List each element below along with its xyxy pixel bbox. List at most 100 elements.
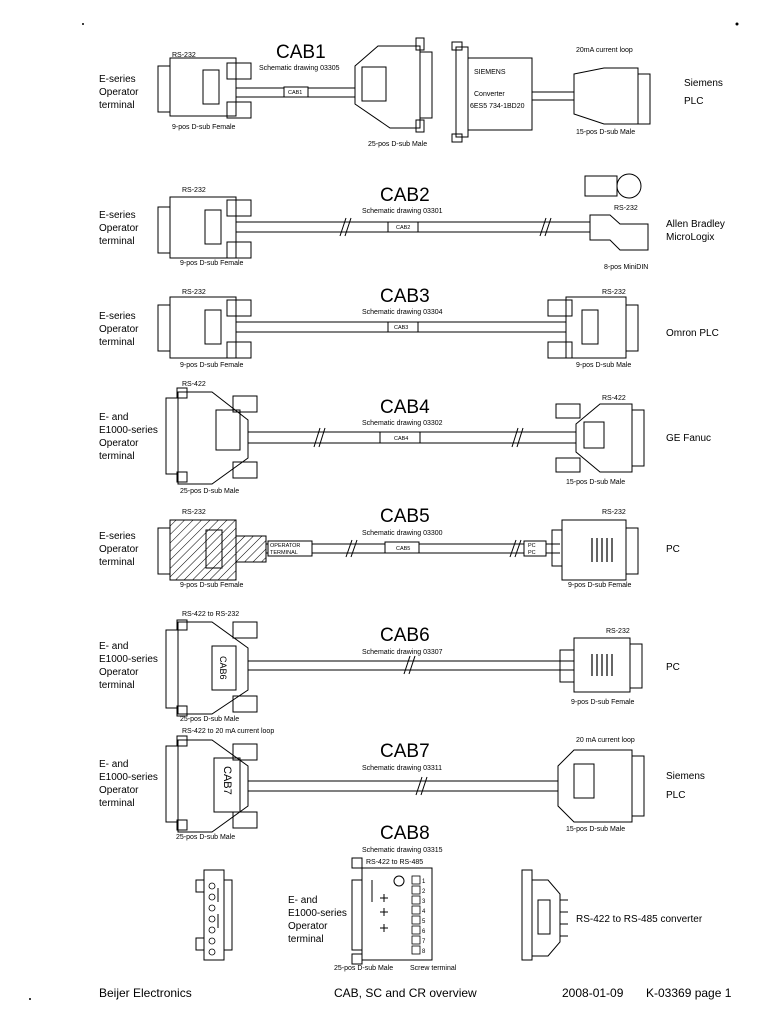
- cab1-right-interface: 20mA current loop: [576, 47, 633, 54]
- cab5-right-line1: PC: [666, 544, 680, 555]
- cab7-schematic: Schematic drawing 03311: [362, 765, 442, 772]
- cab6-right-connector: [559, 637, 643, 693]
- cab1-interface: RS-232: [172, 52, 196, 59]
- cab4-left-line3: Operator: [99, 438, 139, 449]
- cab1-right-connector: [573, 67, 651, 125]
- cab2-right-connector-label: 8-pos MiniDIN: [604, 264, 648, 271]
- cab8-left-line4: terminal: [288, 934, 324, 945]
- cab4-cable-tag-text: CAB4: [394, 436, 408, 442]
- cab6-right-connector-label: 9-pos D-sub Female: [571, 699, 635, 706]
- terminal-number: 2: [422, 889, 426, 895]
- cab6-left-line2: E1000-series: [99, 654, 158, 665]
- cab6-schematic: Schematic drawing 03307: [362, 649, 443, 656]
- cab6-left-connector-label: 25-pos D-sub Male: [180, 716, 239, 723]
- cab7-right-connector: [557, 749, 645, 823]
- cab6-left-line3: Operator: [99, 667, 139, 678]
- cab7-right-line2: PLC: [666, 790, 685, 801]
- cab8-row: [195, 857, 568, 965]
- cab4-left-line4: terminal: [99, 451, 135, 462]
- cab8-left-connector-label: 25-pos D-sub Male: [334, 965, 393, 972]
- cab4-title: CAB4: [380, 397, 430, 418]
- cab1-converter-part: 6ES5 734-1BD20: [470, 103, 525, 110]
- cab8-interface: RS-422 to RS-485: [366, 859, 423, 866]
- cab1-cable-tag-text: CAB1: [288, 90, 302, 96]
- cab8-converter-box: [351, 857, 433, 965]
- cab1-row: [157, 37, 651, 143]
- cab1-schematic: Schematic drawing 03305: [259, 65, 340, 72]
- cab6-title: CAB6: [380, 625, 430, 646]
- cab4-interface: RS-422: [182, 381, 206, 388]
- cab3-right-connector: [547, 296, 639, 359]
- cab8-title: CAB8: [380, 823, 430, 844]
- terminal-number: 5: [422, 919, 426, 925]
- cab2-right-line2: MicroLogix: [666, 232, 714, 243]
- cab5-left-connector-label: 9-pos D-sub Female: [180, 582, 244, 589]
- cab5-schematic: Schematic drawing 03300: [362, 530, 443, 537]
- cab7-right-interface: 20 mA current loop: [576, 737, 635, 744]
- cab7-left-line1: E- and: [99, 759, 128, 770]
- cab5-cable-tag: [384, 541, 420, 554]
- cab6-right-line1: PC: [666, 662, 680, 673]
- cab3-title: CAB3: [380, 286, 430, 307]
- cab4-row: [165, 387, 645, 485]
- cab2-right-interface: RS-232: [614, 205, 638, 212]
- cab3-left-line3: terminal: [99, 337, 135, 348]
- cab1-title: CAB1: [276, 42, 326, 63]
- cab4-left-connector-label: 25-pos D-sub Male: [180, 488, 239, 495]
- cab5-tag-pc-line2: PC: [528, 550, 536, 556]
- cab7-row: [165, 735, 645, 833]
- cab7-left-connector-label: 25-pos D-sub Male: [176, 834, 235, 841]
- cab1-left-line1: E-series: [99, 74, 136, 85]
- corner-mark: [82, 23, 84, 25]
- cab4-schematic: Schematic drawing 03302: [362, 420, 443, 427]
- cab2-left-line3: terminal: [99, 236, 135, 247]
- cab8-terminal-block-left: [195, 869, 233, 961]
- cab2-cable-tag: [387, 221, 419, 233]
- cab1-mid-connector: [354, 37, 433, 133]
- corner-mark: [735, 22, 739, 26]
- cab3-right-interface: RS-232: [602, 289, 626, 296]
- cab7-left-line3: Operator: [99, 785, 139, 796]
- cab4-right-connector: [555, 403, 645, 473]
- cab4-left-line2: E1000-series: [99, 425, 158, 436]
- cab3-interface: RS-232: [182, 289, 206, 296]
- cab1-converter-name: Converter: [474, 91, 505, 98]
- cab7-body-label: CAB7: [221, 766, 233, 795]
- cab1-left-line2: Operator: [99, 87, 139, 98]
- cab7-right-connector-label: 15-pos D-sub Male: [566, 826, 625, 833]
- cab4-right-line1: GE Fanuc: [666, 433, 711, 444]
- cab6-left-line1: E- and: [99, 641, 128, 652]
- cab8-schematic: Schematic drawing 03315: [362, 847, 443, 854]
- cab5-left-connector: [157, 519, 267, 581]
- cab1-siemens-converter: [451, 41, 533, 143]
- cab1-right-line1: Siemens: [684, 78, 723, 89]
- terminal-number: 3: [422, 899, 426, 905]
- cab5-title: CAB5: [380, 506, 430, 527]
- cab4-right-interface: RS-422: [602, 395, 626, 402]
- cab1-left-connector-label: 9-pos D-sub Female: [172, 124, 236, 131]
- cab1-mid-connector-label: 25-pos D-sub Male: [368, 141, 427, 148]
- footer-date: 2008-01-09: [562, 986, 624, 1000]
- cab5-cable-tag-text: CAB5: [396, 546, 410, 552]
- cab2-left-line2: Operator: [99, 223, 139, 234]
- cab1-right-line2: PLC: [684, 96, 703, 107]
- cab8-terminal-numbers: 1 2 3 4 5 6 7 8: [422, 879, 426, 955]
- terminal-number: 4: [422, 909, 426, 915]
- cab3-cable-tag: [387, 321, 419, 333]
- cab3-cable-tag-text: CAB3: [394, 325, 408, 331]
- cab8-left-line3: Operator: [288, 921, 328, 932]
- cab5-right-connector: [551, 519, 639, 581]
- cab3-left-line1: E-series: [99, 311, 136, 322]
- cab2-schematic: Schematic drawing 03301: [362, 208, 443, 215]
- cab5-left-line1: E-series: [99, 531, 136, 542]
- cab5-right-interface: RS-232: [602, 509, 626, 516]
- cab3-right-connector-label: 9-pos D-sub Male: [576, 362, 631, 369]
- cab3-row: [157, 296, 639, 359]
- cab6-interface: RS-422 to RS-232: [182, 611, 239, 618]
- cab4-right-connector-label: 15-pos D-sub Male: [566, 479, 625, 486]
- cab2-right-line1: Allen Bradley: [666, 219, 725, 230]
- cab2-left-connector-label: 9-pos D-sub Female: [180, 260, 244, 267]
- cab6-right-interface: RS-232: [606, 628, 630, 635]
- corner-mark: [29, 998, 31, 1000]
